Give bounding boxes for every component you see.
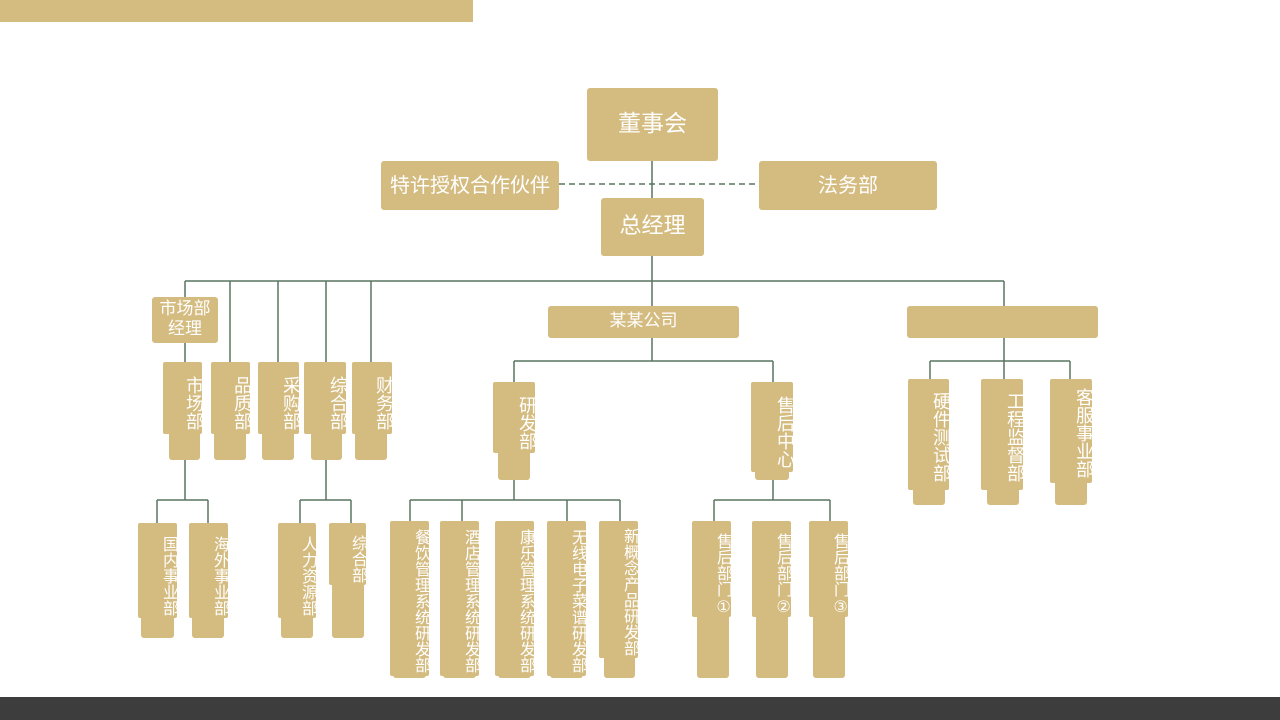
legal-node: 法务部 — [759, 161, 937, 210]
general-manager-node: 总经理 — [601, 198, 704, 256]
footer-bar — [0, 697, 1280, 720]
market-manager-node: 市场部经理 — [152, 297, 218, 343]
top-accent-bar — [0, 0, 473, 22]
right-company-node — [907, 306, 1098, 338]
board-node: 董事会 — [587, 88, 718, 161]
company-node: 某某公司 — [548, 306, 739, 338]
franchise-node: 特许授权合作伙伴 — [381, 161, 559, 210]
